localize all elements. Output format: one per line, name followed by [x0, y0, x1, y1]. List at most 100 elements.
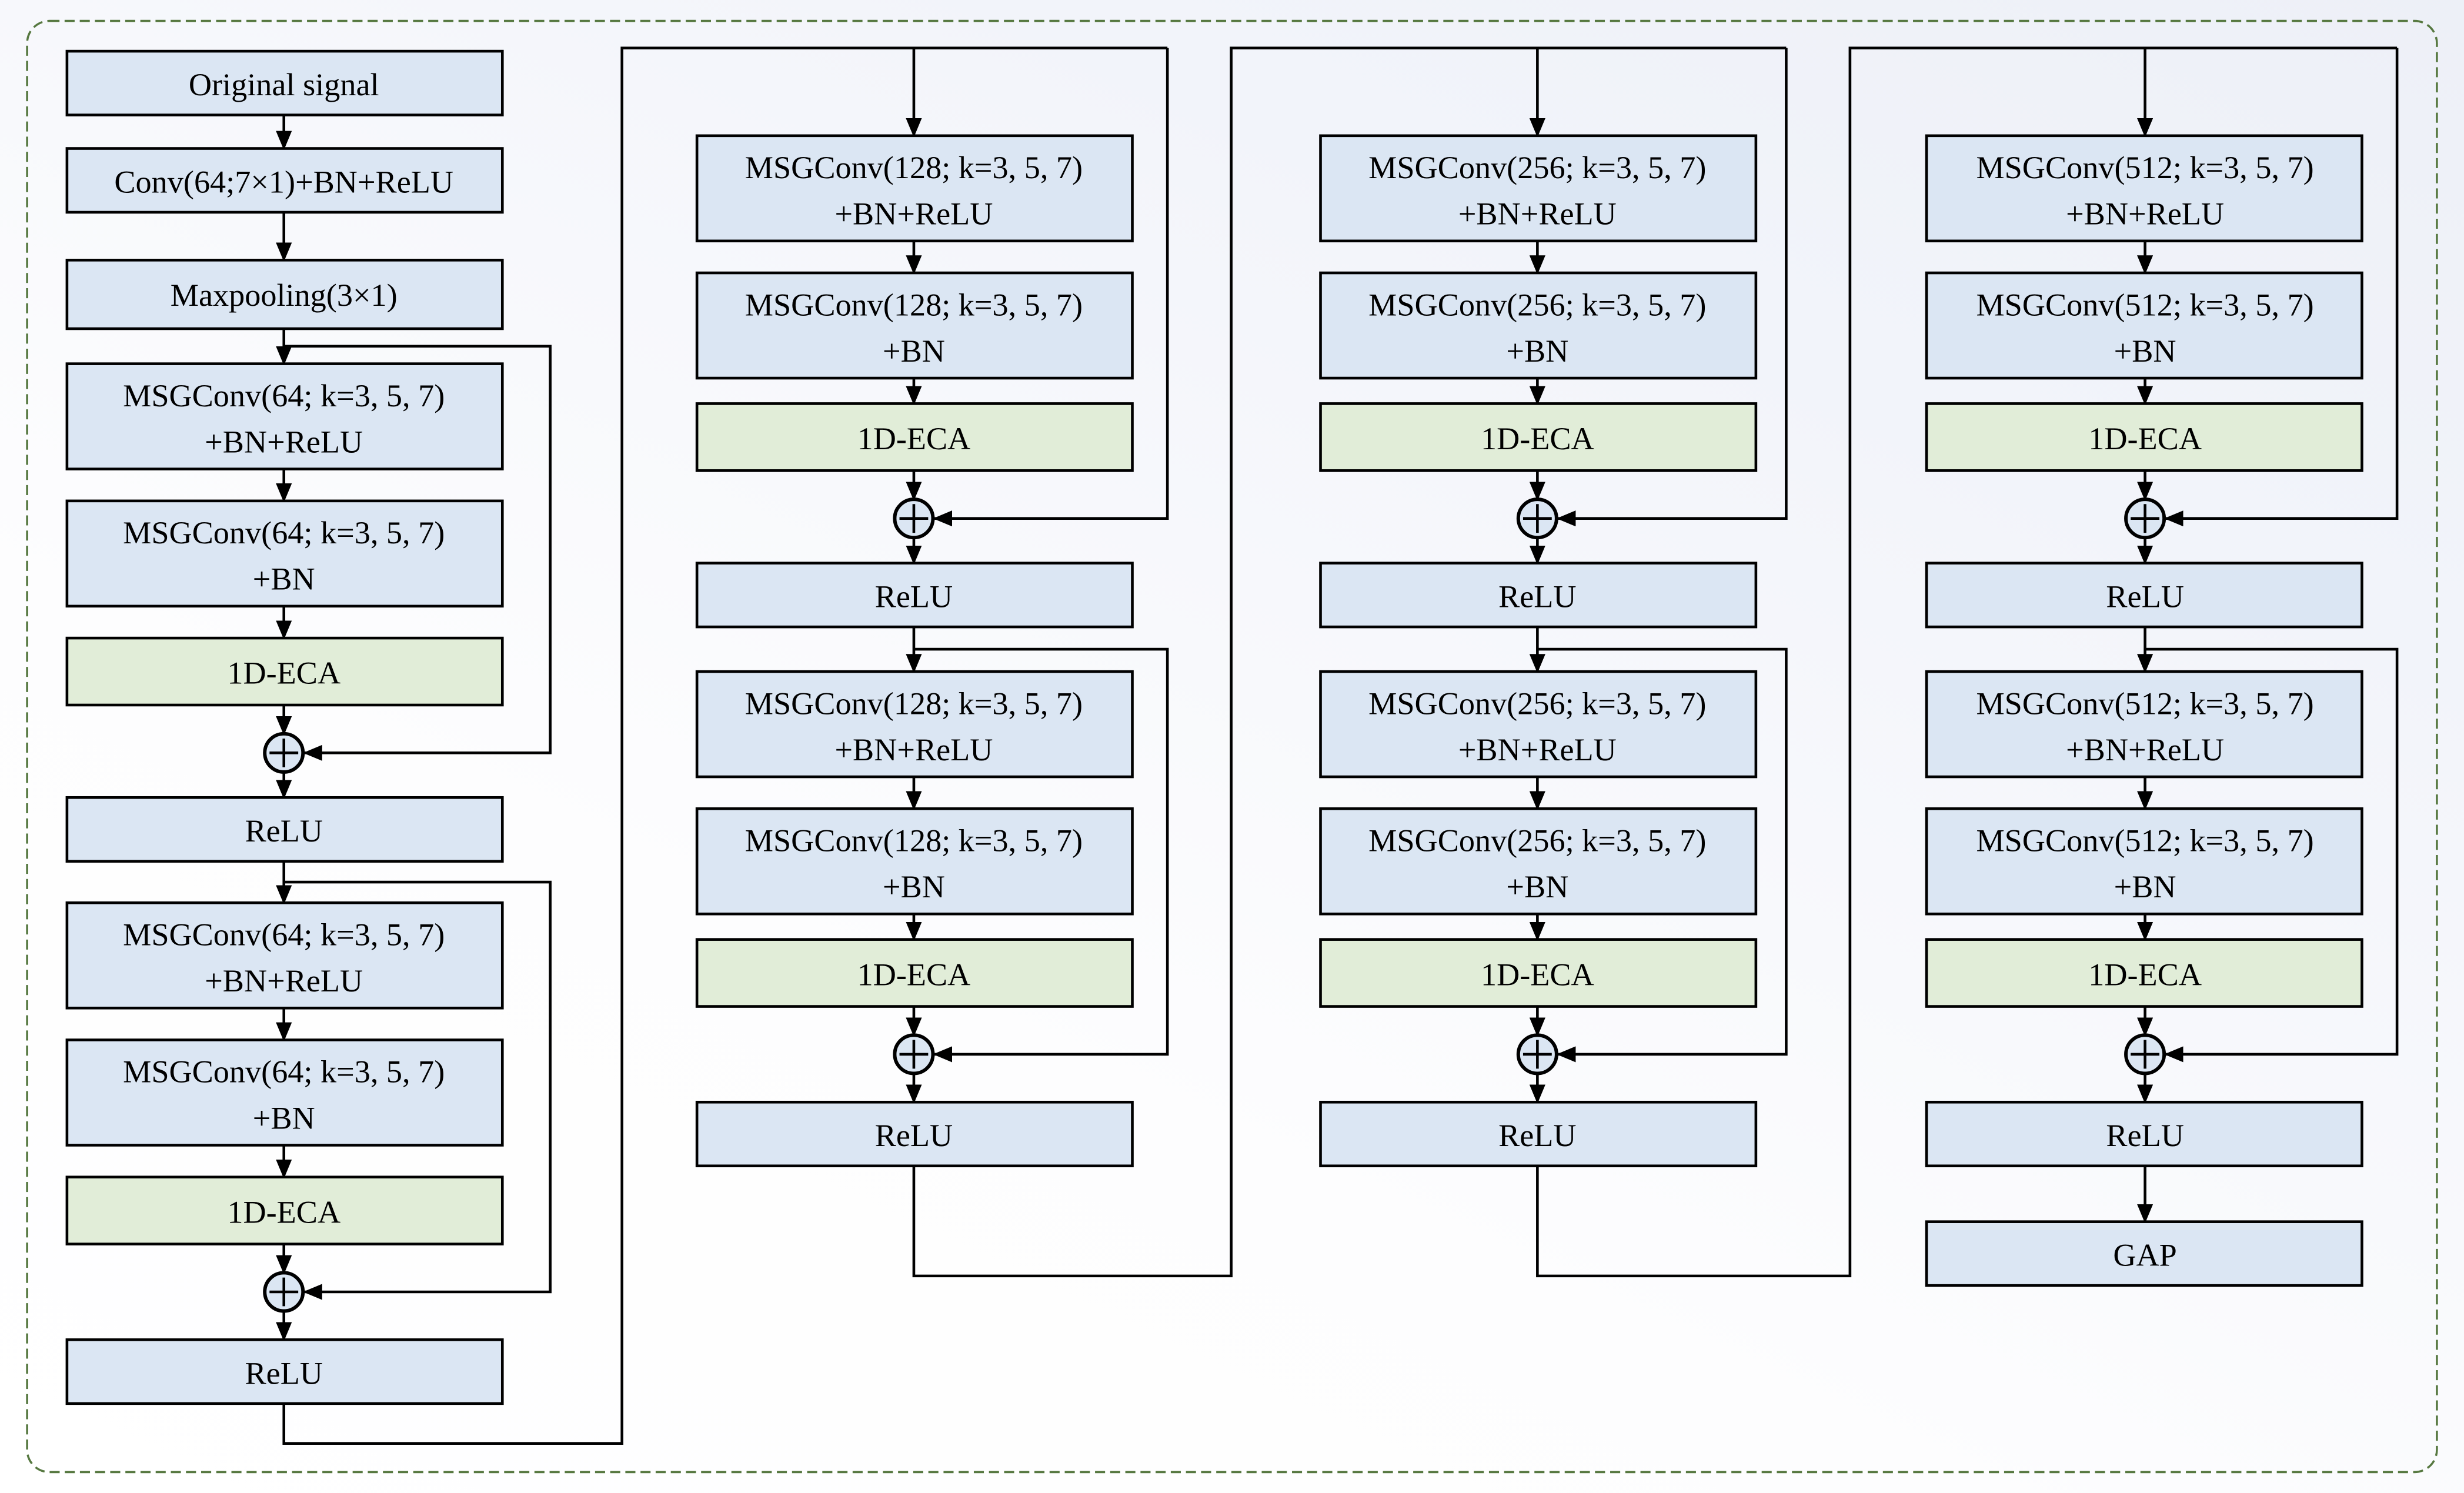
node-eca-c2-1: 1D-ECA [695, 402, 1134, 472]
node-msgconv-c3-2: MSGConv(256; k=3, 5, 7) +BN [1319, 271, 1758, 380]
add-junction [2124, 497, 2166, 540]
add-junction [263, 732, 305, 774]
node-msgconv-c1-3: MSGConv(64; k=3, 5, 7) +BN+ReLU [65, 901, 504, 1010]
node-msgconv-c4-1: MSGConv(512; k=3, 5, 7) +BN+ReLU [1925, 134, 2363, 243]
node-label: MSGConv(64; k=3, 5, 7) [123, 378, 445, 413]
skip-connection [913, 647, 1169, 1063]
node-label: MSGConv(64; k=3, 5, 7) [123, 1054, 445, 1090]
node-label: +BN+ReLU [834, 196, 993, 232]
add-junction [893, 497, 935, 540]
node-msgconv-c2-4: MSGConv(128; k=3, 5, 7) +BN [695, 807, 1134, 916]
add-junction [2124, 1033, 2166, 1076]
node-msgconv-c4-4: MSGConv(512; k=3, 5, 7) +BN [1925, 807, 2363, 916]
node-relu-c4-2: ReLU [1925, 1100, 2363, 1168]
node-label: ReLU [2106, 579, 2184, 614]
node-msgconv-c2-2: MSGConv(128; k=3, 5, 7) +BN [695, 271, 1134, 380]
node-label: MSGConv(512; k=3, 5, 7) [1976, 686, 2313, 721]
node-label: MSGConv(512; k=3, 5, 7) [1976, 287, 2313, 322]
node-label: Conv(64;7×1)+BN+ReLU [114, 164, 453, 199]
add-junction [1516, 497, 1558, 540]
add-junction [1516, 1033, 1558, 1076]
node-label: ReLU [245, 1355, 323, 1391]
node-label: ReLU [245, 813, 323, 849]
node-eca-c1-1: 1D-ECA [65, 636, 504, 707]
node-label: Maxpooling(3×1) [171, 278, 398, 313]
node-label: 1D-ECA [227, 1194, 340, 1230]
node-label: +BN [253, 562, 315, 597]
node-label: 1D-ECA [2088, 957, 2202, 992]
node-label: ReLU [875, 579, 953, 614]
node-label: +BN+ReLU [1458, 732, 1617, 767]
node-label: +BN+ReLU [1458, 196, 1617, 232]
node-label: 1D-ECA [857, 957, 971, 992]
node-relu-c3-1: ReLU [1319, 562, 1758, 629]
node-eca-c3-1: 1D-ECA [1319, 402, 1758, 472]
node-conv-bn-relu: Conv(64;7×1)+BN+ReLU [65, 147, 504, 214]
node-label: MSGConv(512; k=3, 5, 7) [1976, 150, 2313, 185]
node-label: MSGConv(128; k=3, 5, 7) [745, 150, 1083, 185]
node-msgconv-c4-2: MSGConv(512; k=3, 5, 7) +BN [1925, 271, 2363, 380]
skip-connection [2145, 647, 2399, 1063]
node-msgconv-c3-1: MSGConv(256; k=3, 5, 7) +BN+ReLU [1319, 134, 1758, 243]
node-label: Original signal [189, 67, 379, 102]
node-eca-c4-2: 1D-ECA [1925, 938, 2363, 1008]
node-label: +BN [883, 869, 945, 904]
stage-connector [282, 46, 1168, 1445]
node-msgconv-c3-3: MSGConv(256; k=3, 5, 7) +BN+ReLU [1319, 670, 1758, 779]
stage-connector [1536, 46, 2398, 1278]
node-label: +BN+ReLU [2066, 196, 2224, 232]
node-eca-c2-2: 1D-ECA [695, 938, 1134, 1008]
node-label: 1D-ECA [227, 656, 340, 691]
skip-connection [283, 345, 552, 761]
node-label: +BN [253, 1100, 315, 1135]
node-label: +BN [1506, 333, 1568, 369]
node-label: MSGConv(256; k=3, 5, 7) [1368, 150, 1706, 185]
node-label: 1D-ECA [1481, 421, 1594, 456]
node-label: +BN+ReLU [205, 425, 363, 460]
node-eca-c4-1: 1D-ECA [1925, 402, 2363, 472]
node-label: +BN [1506, 869, 1568, 904]
node-msgconv-c3-4: MSGConv(256; k=3, 5, 7) +BN [1319, 807, 1758, 916]
node-label: MSGConv(128; k=3, 5, 7) [745, 823, 1083, 859]
stage-connector [912, 46, 1787, 1278]
node-msgconv-c2-3: MSGConv(128; k=3, 5, 7) +BN+ReLU [695, 670, 1134, 779]
add-junction [263, 1271, 305, 1313]
node-label: MSGConv(64; k=3, 5, 7) [123, 917, 445, 953]
skip-connection [1556, 48, 1788, 527]
node-label: MSGConv(256; k=3, 5, 7) [1368, 686, 1706, 721]
node-label: MSGConv(128; k=3, 5, 7) [745, 686, 1083, 721]
skip-connection [1537, 647, 1788, 1063]
node-msgconv-c1-2: MSGConv(64; k=3, 5, 7) +BN [65, 499, 504, 608]
node-relu-c1-1: ReLU [65, 796, 504, 863]
node-label: +BN+ReLU [205, 963, 363, 998]
skip-connection [283, 880, 552, 1300]
node-label: MSGConv(512; k=3, 5, 7) [1976, 823, 2313, 859]
node-label: GAP [2113, 1238, 2176, 1273]
node-label: 1D-ECA [2088, 421, 2202, 456]
node-maxpooling: Maxpooling(3×1) [65, 259, 504, 330]
node-label: ReLU [2106, 1118, 2184, 1153]
skip-connection [2164, 48, 2399, 527]
add-junctions [263, 497, 2166, 1313]
node-original-signal: Original signal [65, 49, 504, 116]
add-junction [893, 1033, 935, 1076]
node-msgconv-c1-1: MSGConv(64; k=3, 5, 7) +BN+ReLU [65, 362, 504, 470]
node-relu-c3-2: ReLU [1319, 1100, 1758, 1168]
skip-connection [933, 48, 1169, 527]
node-eca-c3-2: 1D-ECA [1319, 938, 1758, 1008]
node-label: +BN [2114, 333, 2176, 369]
node-msgconv-c2-1: MSGConv(128; k=3, 5, 7) +BN+ReLU [695, 134, 1134, 243]
node-label: 1D-ECA [1481, 957, 1594, 992]
node-label: MSGConv(128; k=3, 5, 7) [745, 287, 1083, 322]
node-label: MSGConv(256; k=3, 5, 7) [1368, 823, 1706, 859]
node-gap: GAP [1925, 1220, 2363, 1287]
edges [276, 46, 2399, 1445]
node-label: 1D-ECA [857, 421, 971, 456]
node-relu-c2-1: ReLU [695, 562, 1134, 629]
node-label: ReLU [1498, 1118, 1577, 1153]
figure-dashed-border [26, 19, 2438, 1474]
node-relu-c1-2: ReLU [65, 1338, 504, 1405]
node-label: +BN [883, 333, 945, 369]
node-relu-c2-2: ReLU [695, 1100, 1134, 1168]
